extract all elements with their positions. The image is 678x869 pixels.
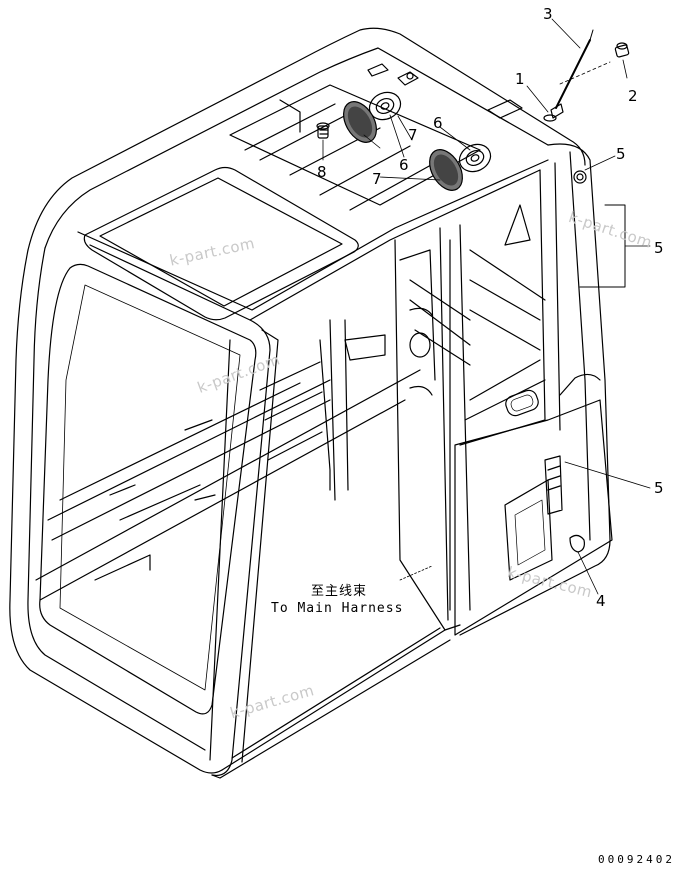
screw-8 <box>317 123 329 138</box>
bolt-2-leader-dashes <box>560 62 610 84</box>
left-front-pillar <box>10 250 222 773</box>
callout-6-left: 6 <box>399 156 409 174</box>
roof-outline <box>28 28 585 250</box>
callout-5-bracket: 5 <box>654 239 664 257</box>
callout-1: 1 <box>515 70 525 88</box>
connector-4 <box>570 535 584 552</box>
callout-8: 8 <box>317 163 327 181</box>
harness-label-en: To Main Harness <box>271 601 404 616</box>
rear-pillar <box>460 144 610 635</box>
callout-7-lower: 7 <box>372 170 382 188</box>
antenna-base-1 <box>544 115 556 121</box>
harness-grommet-5c <box>545 456 562 514</box>
left-front-window <box>40 264 256 713</box>
speaker-right <box>455 139 495 176</box>
callout-2: 2 <box>628 87 638 105</box>
callout-5-top: 5 <box>616 145 626 163</box>
cab-frame <box>10 28 612 778</box>
harness-label-zh: 至主线束 <box>311 584 368 599</box>
grille-right <box>423 144 469 196</box>
leader-lines <box>323 19 650 594</box>
roof-inner-edge <box>45 48 548 248</box>
door-opening <box>395 240 445 630</box>
bolt-2 <box>615 43 629 57</box>
roof-hatch <box>84 168 358 320</box>
door-panel <box>455 400 612 635</box>
center-front-pillar <box>212 320 270 775</box>
grommet-5a <box>574 171 586 183</box>
callout-4: 4 <box>596 592 606 610</box>
callout-6-right: 6 <box>433 114 443 132</box>
callout-7-mid: 7 <box>408 126 418 144</box>
callout-3: 3 <box>543 5 553 23</box>
document-id: 00092402 <box>598 853 675 866</box>
rear-emblem <box>504 388 541 418</box>
grille-left <box>337 96 383 148</box>
antenna-3 <box>551 30 593 118</box>
callout-5-door: 5 <box>654 479 664 497</box>
